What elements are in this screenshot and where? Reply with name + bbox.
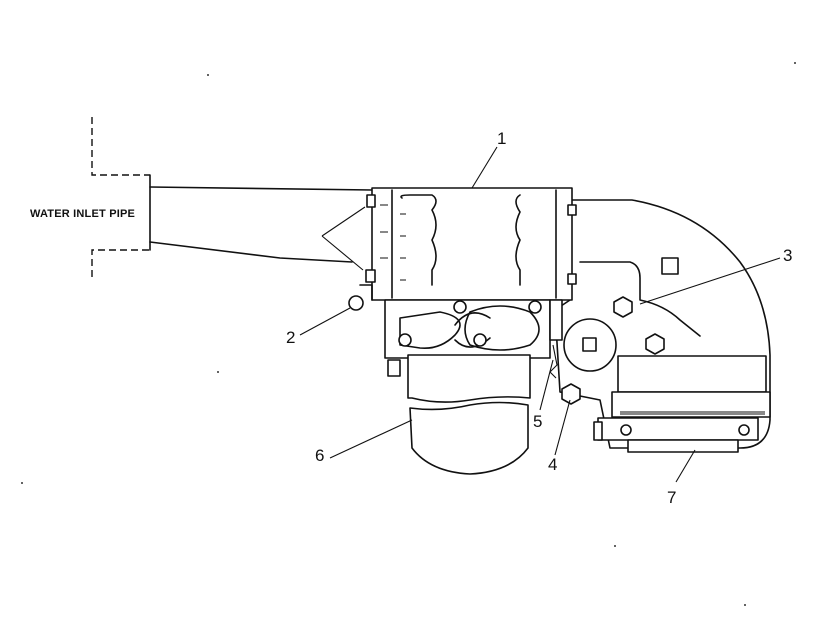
callout-5: 5: [533, 412, 542, 431]
strainer-body: [348, 187, 577, 311]
bolt: [453, 300, 467, 314]
bolt: [473, 333, 487, 347]
callout-1: 1: [497, 129, 506, 148]
leader-lines: [299, 146, 781, 483]
callout-3: 3: [783, 246, 792, 265]
hex-bolt-4: [561, 383, 581, 405]
square-plug: [661, 257, 679, 275]
strainer-bowl: [407, 354, 531, 475]
bolt: [528, 300, 542, 314]
callout-6: 6: [315, 446, 324, 465]
callouts: 1 2 3 4 5 6 7: [286, 129, 792, 507]
water-inlet-pipe: WATER INLET PIPE: [30, 117, 373, 277]
square-drive: [582, 337, 597, 352]
bolt: [398, 333, 412, 347]
scan-specks: [21, 62, 796, 606]
mounting-ear-2: [348, 295, 364, 311]
water-inlet-pipe-label: WATER INLET PIPE: [30, 208, 135, 220]
hex-bolt: [645, 333, 665, 355]
hex-bolt-3: [613, 296, 633, 318]
callout-4: 4: [548, 455, 557, 474]
callout-7: 7: [667, 488, 676, 507]
cartridge-assembly: [593, 355, 771, 453]
valve-block: [384, 299, 563, 379]
callout-2: 2: [286, 328, 295, 347]
